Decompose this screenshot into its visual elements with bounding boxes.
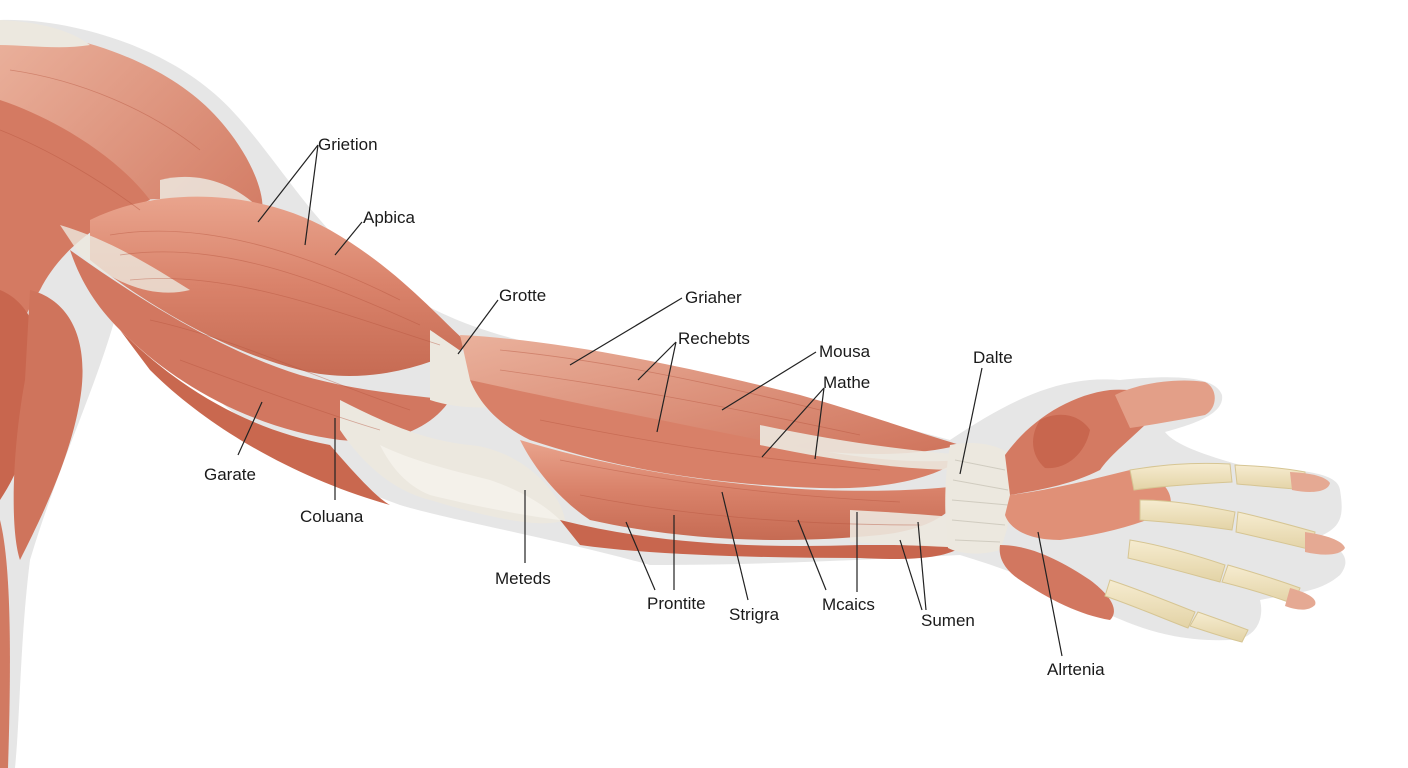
leader-mousa — [721, 351, 817, 411]
leader-dalte — [959, 367, 983, 475]
label-meteds: Meteds — [495, 569, 551, 588]
shoulder-muscles — [0, 20, 265, 768]
leader-garate — [237, 401, 263, 456]
label-mathe: Mathe — [823, 373, 870, 392]
leader-rechebts-b — [656, 341, 677, 433]
leader-sumen-a — [899, 539, 923, 611]
leader-strigra — [721, 491, 749, 601]
thumb — [1115, 380, 1215, 428]
leader-mcaics-a — [797, 519, 827, 591]
label-apbica: Apbica — [363, 208, 416, 227]
leader-rechebts-a — [637, 341, 677, 381]
leader-alrtenia — [1037, 531, 1063, 657]
label-garate: Garate — [204, 465, 256, 484]
leader-mathe-a — [761, 387, 825, 458]
wrist-retinaculum — [945, 443, 1013, 554]
label-mcaics: Mcaics — [822, 595, 875, 614]
leader-lines — [237, 144, 1063, 657]
leader-sumen-b — [917, 521, 927, 611]
label-mousa: Mousa — [819, 342, 871, 361]
finger-bones — [1104, 462, 1345, 643]
leader-prontite-a — [625, 521, 656, 591]
hand-muscles — [999, 389, 1171, 620]
label-dalte: Dalte — [973, 348, 1013, 367]
label-grietion: Grietion — [318, 135, 378, 154]
muscle-fibers — [0, 69, 921, 526]
label-sumen: Sumen — [921, 611, 975, 630]
forearm-muscles — [460, 335, 965, 559]
label-strigra: Strigra — [729, 605, 780, 624]
label-alrtenia: Alrtenia — [1047, 660, 1105, 679]
label-coluana: Coluana — [300, 507, 364, 526]
diagram-labels: Grietion Apbica Grotte Griaher Rechebts … — [204, 135, 1105, 679]
leader-apbica — [334, 221, 363, 256]
leader-grotte — [457, 299, 499, 355]
label-rechebts: Rechebts — [678, 329, 750, 348]
leader-grietion-a — [257, 144, 319, 223]
elbow-tendons — [340, 400, 565, 524]
label-grotte: Grotte — [499, 286, 546, 305]
leader-mathe-b — [814, 387, 825, 460]
label-prontite: Prontite — [647, 594, 706, 613]
leader-grietion-b — [304, 144, 319, 246]
label-griaher: Griaher — [685, 288, 742, 307]
leader-griaher — [569, 297, 683, 366]
